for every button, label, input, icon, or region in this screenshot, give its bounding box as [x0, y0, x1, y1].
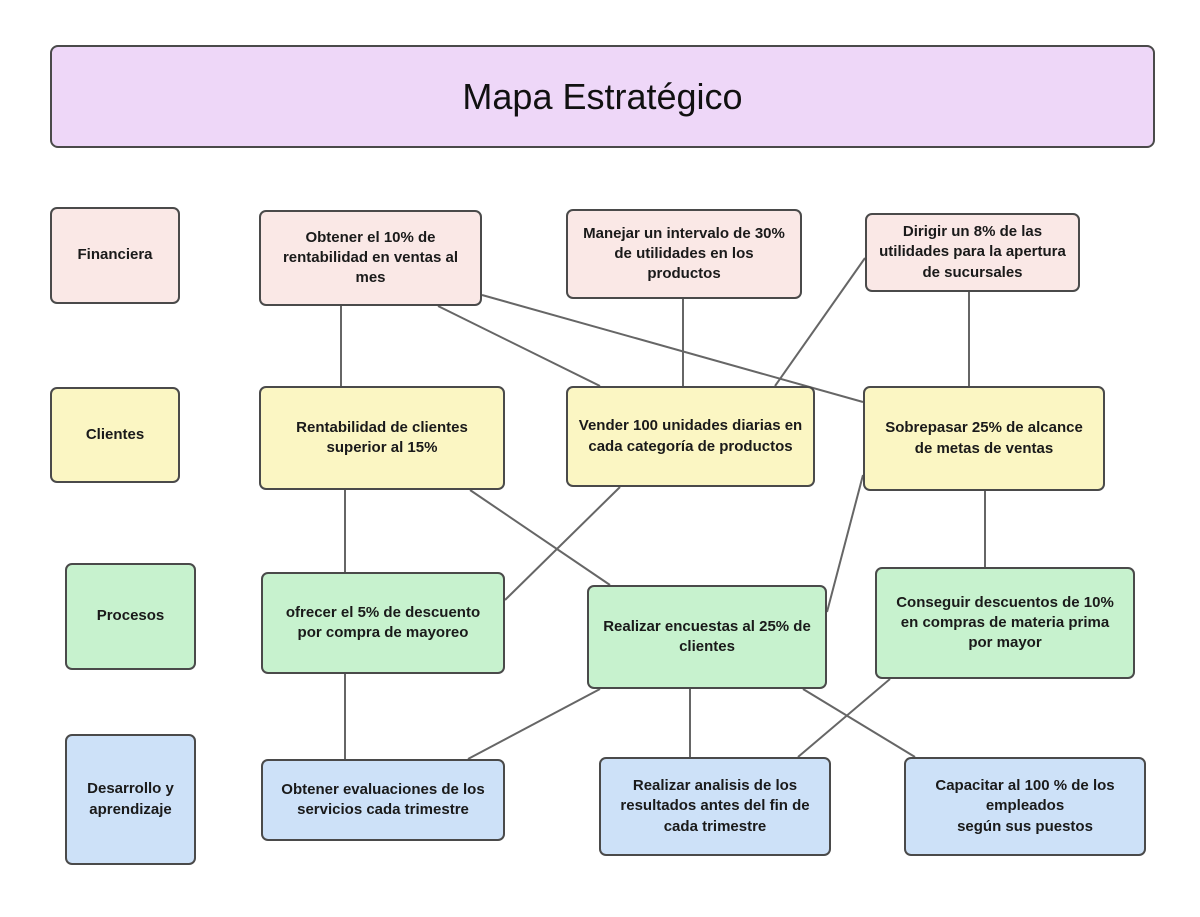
node-label: Realizar analisis de los resultados ante…: [620, 777, 810, 835]
node-c3: Sobrepasar 25% de alcance de metas de ve…: [863, 386, 1105, 491]
node-p1: ofrecer el 5% de descuento por compra de…: [261, 572, 505, 674]
edge-c3-p2: [826, 474, 864, 613]
node-label: Manejar un intervalo de 30% de utilidade…: [583, 224, 785, 283]
edge-c1-p2: [469, 489, 611, 586]
node-label: Financiera: [77, 246, 153, 264]
node-p3: Conseguir descuentos de 10% en compras d…: [875, 567, 1135, 679]
row-label-desarrollo: Desarrollo y aprendizaje: [65, 734, 196, 865]
node-label: Vender 100 unidades diarias en cada cate…: [578, 417, 803, 455]
node-label: Sobrepasar 25% de alcance de metas de ve…: [885, 419, 1083, 457]
node-f2: Manejar un intervalo de 30% de utilidade…: [566, 209, 802, 299]
node-label: ofrecer el 5% de descuento por compra de…: [285, 603, 481, 641]
node-label: Realizar encuestas al 25% de clientes: [603, 617, 811, 655]
node-label: Dirigir un 8% de las utilidades para la …: [879, 223, 1066, 281]
edge-p2-d3: [802, 688, 916, 758]
node-label: Obtener el 10% de rentabilidad en ventas…: [282, 228, 459, 287]
node-label: Capacitar al 100 % de los empleados segú…: [935, 777, 1115, 835]
edge-f3-c2: [774, 257, 866, 387]
node-label: Procesos: [96, 607, 165, 625]
node-label: Clientes: [85, 425, 145, 443]
node-c1: Rentabilidad de clientes superior al 15%: [259, 386, 505, 490]
node-label: Desarrollo y aprendizaje: [87, 780, 174, 818]
node-label: Obtener evaluaciones de los servicios ca…: [281, 780, 485, 818]
node-f3: Dirigir un 8% de las utilidades para la …: [865, 213, 1080, 292]
edge-p3-d2: [797, 678, 891, 758]
node-c2: Vender 100 unidades diarias en cada cate…: [566, 386, 815, 487]
node-f1: Obtener el 10% de rentabilidad en ventas…: [259, 210, 482, 306]
edge-p2-d1: [467, 688, 601, 760]
node-d1: Obtener evaluaciones de los servicios ca…: [261, 759, 505, 841]
node-label: Rentabilidad de clientes superior al 15%: [296, 418, 468, 456]
node-d2: Realizar analisis de los resultados ante…: [599, 757, 831, 856]
node-d3: Capacitar al 100 % de los empleados segú…: [904, 757, 1146, 856]
node-label: Conseguir descuentos de 10% en compras d…: [896, 593, 1114, 652]
node-p2: Realizar encuestas al 25% de clientes: [587, 585, 827, 689]
edge-c2-p1: [504, 486, 621, 601]
row-label-financiera: Financiera: [50, 207, 180, 304]
edge-f1-c2: [437, 305, 601, 387]
row-label-clientes: Clientes: [50, 387, 180, 483]
row-label-procesos: Procesos: [65, 563, 196, 670]
diagram-title: Mapa Estratégico: [50, 45, 1155, 148]
edge-f1-c3: [481, 294, 864, 403]
